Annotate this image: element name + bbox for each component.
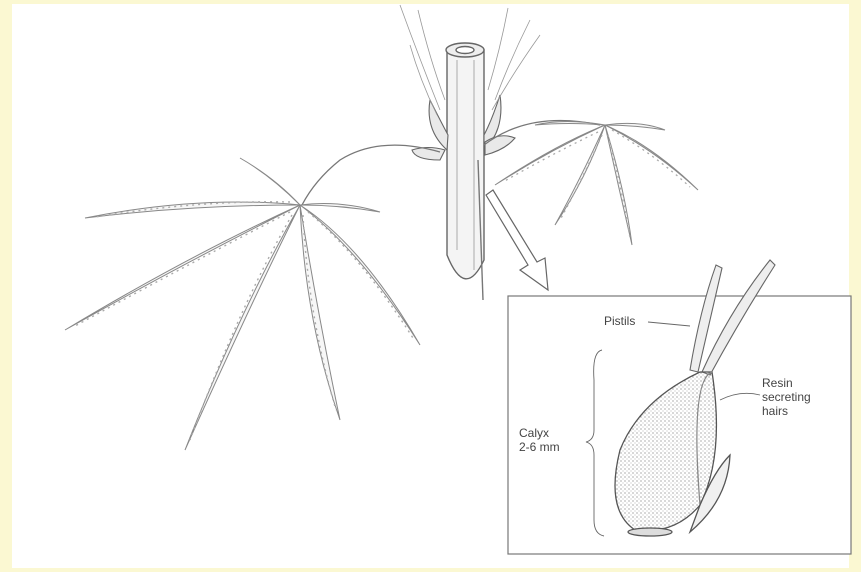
- resin-hairs-label: Resin secreting hairs: [762, 376, 832, 418]
- left-leaf: [65, 158, 420, 450]
- calyx-label-line2: 2-6 mm: [519, 440, 589, 454]
- calyx-label-line1: Calyx: [519, 426, 589, 440]
- resin-label-line3: hairs: [762, 404, 832, 418]
- calyx-label: Calyx 2-6 mm: [519, 426, 589, 454]
- stem: [446, 43, 484, 300]
- pointer-arrow: [486, 190, 548, 290]
- pistils-label: Pistils: [604, 314, 635, 328]
- right-leaf: [495, 122, 698, 246]
- resin-label-line1: Resin: [762, 376, 832, 390]
- resin-label-line2: secreting: [762, 390, 832, 404]
- right-leaf-serrations: [503, 130, 690, 238]
- pistils-label-text: Pistils: [604, 314, 635, 328]
